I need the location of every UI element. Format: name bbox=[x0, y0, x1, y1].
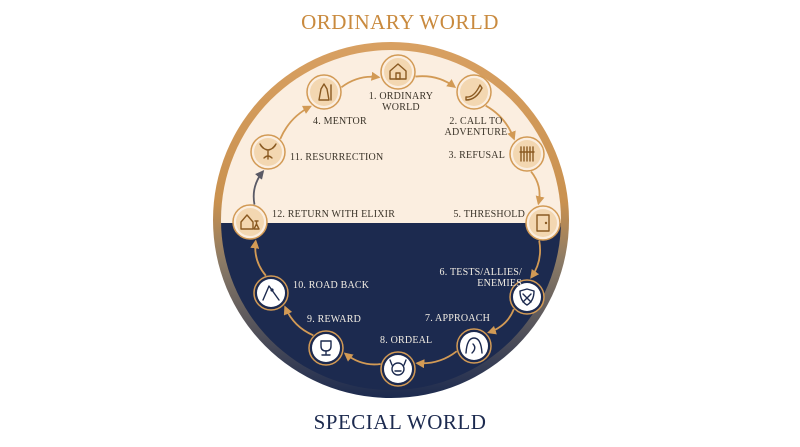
shield-swords-icon bbox=[519, 288, 535, 306]
stage-label-tests-allies-enemies: 6. TESTS/ALLIES/ bbox=[440, 267, 522, 278]
monster-icon bbox=[389, 359, 407, 376]
stage-ordeal: 8. ORDEAL bbox=[380, 335, 432, 387]
stage-node-inner-reward bbox=[312, 334, 340, 362]
stage-label-tests-allies-enemies: ENEMIES bbox=[477, 278, 522, 289]
stage-label-call-to-adventure: ADVENTURE bbox=[445, 127, 508, 138]
stage-resurrection: 11. RESURRECTION bbox=[250, 134, 383, 170]
stage-label-ordeal: 8. ORDEAL bbox=[380, 335, 432, 346]
stage-label-refusal: 3. REFUSAL bbox=[449, 150, 505, 161]
stage-label-ordinary-world: 1. ORDINARY bbox=[369, 91, 433, 102]
arrow-reward-to-road-back bbox=[283, 305, 314, 337]
stage-label-ordinary-world: WORLD bbox=[382, 102, 420, 113]
climber-icon bbox=[262, 285, 280, 301]
stage-node-inner-ordeal bbox=[384, 355, 412, 383]
arrow-mentor-to-ordinary-world bbox=[340, 71, 381, 89]
arrow-approach-to-ordeal bbox=[415, 350, 458, 369]
stage-label-reward: 9. REWARD bbox=[307, 314, 361, 325]
arrow-refusal-to-threshold bbox=[530, 170, 545, 206]
stage-return-with-elixir: 12. RETURN WITH ELIXIR bbox=[232, 204, 395, 240]
arrow-ordeal-to-reward bbox=[343, 352, 381, 366]
stage-node-inner-ordinary-world bbox=[384, 58, 412, 86]
arrow-return-with-elixir-to-resurrection bbox=[252, 169, 265, 205]
house-elixir-icon bbox=[240, 214, 260, 230]
stage-threshold: 5. THRESHOLD bbox=[453, 205, 561, 241]
phoenix-icon bbox=[259, 143, 277, 160]
stage-tests-allies-enemies: 6. TESTS/ALLIES/ENEMIES bbox=[440, 267, 545, 315]
arrow-resurrection-to-mentor bbox=[279, 105, 312, 140]
stage-approach: 7. APPROACH bbox=[425, 313, 492, 364]
gate-icon bbox=[519, 146, 535, 162]
stage-label-return-with-elixir: 12. RETURN WITH ELIXIR bbox=[272, 209, 395, 220]
stage-reward: 9. REWARD bbox=[307, 314, 361, 366]
stage-refusal: 3. REFUSAL bbox=[449, 136, 545, 172]
arrow-road-back-to-return-with-elixir bbox=[250, 239, 267, 277]
trophy-icon bbox=[320, 340, 332, 356]
arrow-tests-allies-enemies-to-approach bbox=[486, 308, 515, 335]
stage-node-inner-mentor bbox=[310, 78, 338, 106]
stage-mentor: 4. MENTOR bbox=[306, 74, 367, 127]
wizard-icon bbox=[318, 83, 332, 101]
stage-label-mentor: 4. MENTOR bbox=[313, 116, 367, 127]
ordinary-world-title: ORDINARY WORLD bbox=[301, 10, 499, 34]
stage-node-inner-threshold bbox=[529, 209, 557, 237]
stage-road-back: 10. ROAD BACK bbox=[253, 275, 370, 311]
special-world-title: SPECIAL WORLD bbox=[313, 410, 487, 434]
stage-label-threshold: 5. THRESHOLD bbox=[453, 209, 525, 220]
stage-label-road-back: 10. ROAD BACK bbox=[293, 280, 370, 291]
stage-node-inner-road-back bbox=[257, 279, 285, 307]
journey-arrows bbox=[250, 71, 545, 369]
arrow-call-to-adventure-to-refusal bbox=[485, 104, 516, 141]
horn-icon bbox=[465, 84, 483, 101]
stage-label-resurrection: 11. RESURRECTION bbox=[290, 152, 383, 163]
arrow-threshold-to-tests-allies-enemies bbox=[530, 240, 541, 279]
stage-label-approach: 7. APPROACH bbox=[425, 313, 490, 324]
stage-label-call-to-adventure: 2. CALL TO bbox=[449, 116, 502, 127]
arrow-ordinary-world-to-call-to-adventure bbox=[415, 75, 457, 88]
house-icon bbox=[389, 63, 407, 80]
stage-node-inner-return-with-elixir bbox=[236, 208, 264, 236]
door-icon bbox=[536, 214, 550, 232]
cave-path-icon bbox=[465, 337, 483, 354]
stage-node-inner-call-to-adventure bbox=[460, 78, 488, 106]
stage-node-inner-tests-allies-enemies bbox=[513, 283, 541, 311]
